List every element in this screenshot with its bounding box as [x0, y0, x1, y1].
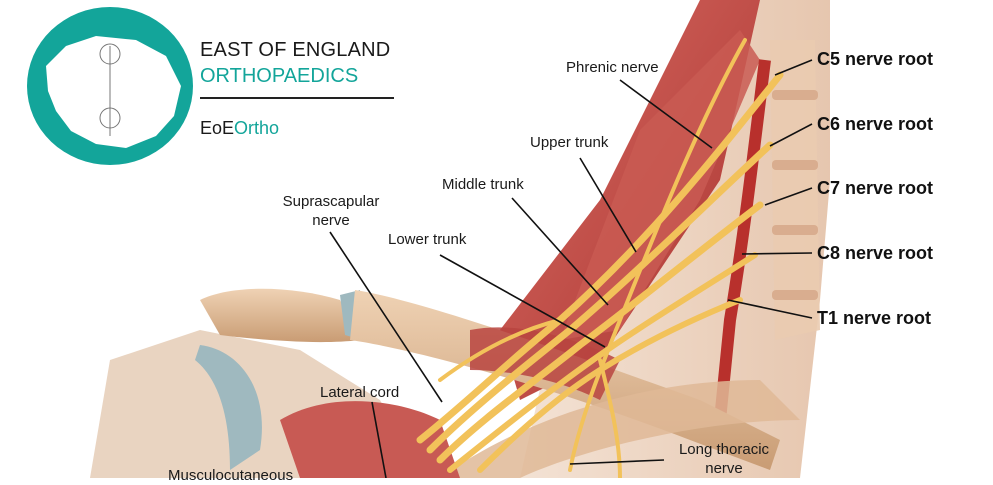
label-long-thoracic-line1: Long thoracic [678, 441, 770, 458]
label-lateral-cord: Lateral cord [320, 384, 400, 401]
label-suprascapular-line2: nerve [312, 212, 350, 229]
nerve-bundle [416, 38, 784, 478]
label-middle-trunk: Middle trunk [442, 176, 524, 193]
label-lower-trunk: Lower trunk [388, 231, 467, 248]
chest-muscle [280, 401, 460, 478]
right-fade [830, 0, 993, 478]
label-phrenic-nerve: Phrenic nerve [566, 59, 659, 76]
label-upper-trunk: Upper trunk [530, 134, 609, 151]
label-c5-nerve-root: C5 nerve root [817, 49, 934, 69]
label-c7-nerve-root: C7 nerve root [817, 178, 934, 198]
brand-short-name: EoEOrtho [200, 118, 279, 139]
label-c6-nerve-root: C6 nerve root [817, 114, 934, 134]
eoe-logo-map-icon [27, 7, 193, 165]
label-suprascapular-nerve: Suprascapular nerve [272, 192, 390, 230]
brand-title: EAST OF ENGLAND [200, 39, 391, 61]
label-long-thoracic-nerve: Long thoracic nerve [664, 440, 784, 478]
label-long-thoracic-line2: nerve [705, 460, 743, 477]
label-c8-nerve-root: C8 nerve root [817, 243, 934, 263]
acromion [200, 288, 360, 343]
leader-lines [329, 59, 813, 478]
brand-short-eoe: EoE [200, 118, 235, 138]
vertebra-discs [772, 90, 818, 300]
label-t1-nerve-root: T1 nerve root [817, 308, 932, 328]
label-musculocutaneous: Musculocutaneous [168, 467, 294, 484]
brand-divider [200, 97, 394, 99]
humeral-cartilage [195, 345, 262, 470]
brand-subtitle: ORTHOPAEDICS [200, 65, 359, 87]
vertebra-column [770, 40, 820, 340]
label-suprascapular-line1: Suprascapular [282, 193, 380, 210]
first-rib [440, 380, 800, 478]
brand-short-ortho: Ortho [234, 118, 280, 138]
